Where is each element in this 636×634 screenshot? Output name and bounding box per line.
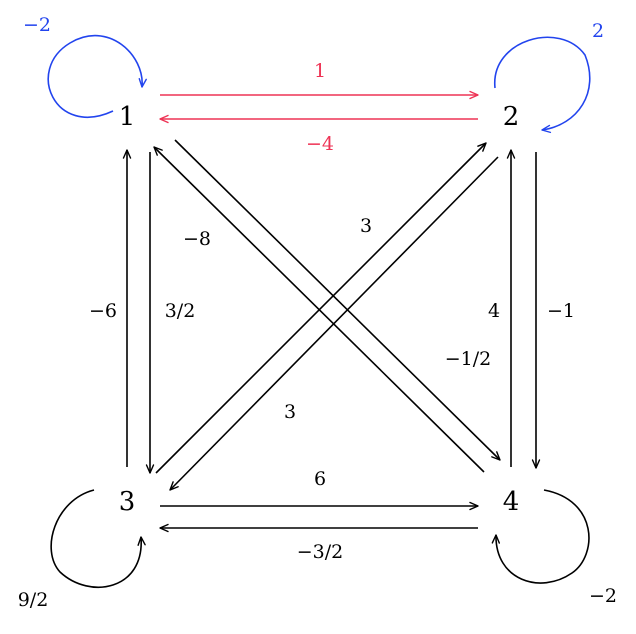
edge-3-to-2 <box>155 142 487 474</box>
node-3: 3 <box>119 487 136 517</box>
self-loop-2 <box>494 36 591 134</box>
edge-label-2-to-4: −1 <box>547 300 575 322</box>
edge-label-4-to-3: −3/2 <box>297 541 344 563</box>
edge-label-3-to-3: 9/2 <box>18 589 49 611</box>
edge-1-to-4 <box>174 139 501 461</box>
self-loop-4 <box>491 489 590 584</box>
edge-label-3-to-4: 6 <box>314 468 326 490</box>
edges-layer: −2 1 −4 2 3/2 −6 −1/2 −8 −1 4 3 3 6 −3/2 9/2 −2 <box>18 14 617 611</box>
self-loop-1 <box>47 34 147 118</box>
edge-label-1-to-3: 3/2 <box>165 300 196 322</box>
edge-label-2-to-2: 2 <box>592 20 604 42</box>
edge-label-1-to-1: −2 <box>23 14 51 36</box>
edge-label-1-to-4: −1/2 <box>445 348 492 370</box>
edge-label-2-to-3: 3 <box>284 401 296 423</box>
self-loop-3 <box>50 489 146 588</box>
edge-label-4-to-4: −2 <box>589 585 617 607</box>
edge-label-4-to-2: 4 <box>488 300 500 322</box>
node-2: 2 <box>503 102 520 132</box>
edge-label-4-to-1: −8 <box>183 228 211 250</box>
nodes-layer: 1 2 3 4 <box>119 102 520 517</box>
edge-label-3-to-2: 3 <box>360 215 372 237</box>
edge-label-3-to-1: −6 <box>89 300 117 322</box>
node-1: 1 <box>119 102 136 132</box>
node-4: 4 <box>503 487 520 517</box>
edge-2-to-3 <box>169 156 499 491</box>
edge-label-1-to-2: 1 <box>314 60 326 82</box>
edge-label-2-to-1: −4 <box>306 133 334 155</box>
